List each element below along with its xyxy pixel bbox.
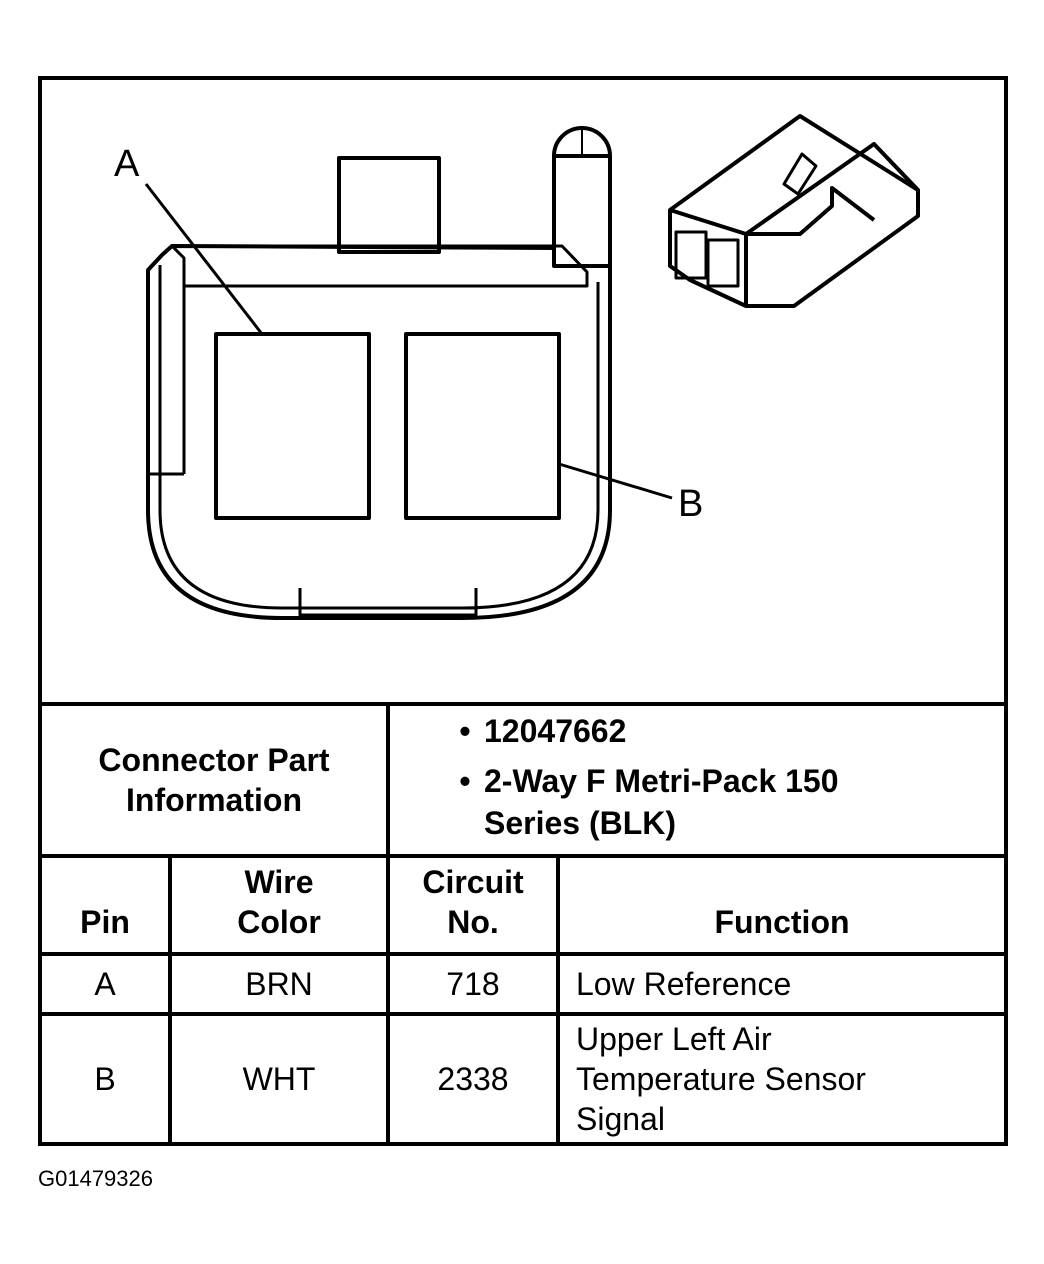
part-info-header: Connector Part Information bbox=[98, 742, 330, 818]
pin-b-label: B bbox=[678, 483, 703, 525]
table-row-a-pin: A bbox=[94, 966, 116, 1002]
leader-a bbox=[144, 183, 264, 335]
connector-type-item: • 2-Way F Metri-Pack 150 Series (BLK) bbox=[446, 760, 996, 844]
connector-body bbox=[146, 244, 612, 620]
part-info-header-cell: Connector Part Information bbox=[42, 706, 386, 854]
part-number: 12047662 bbox=[484, 713, 627, 749]
cavity-b bbox=[404, 332, 561, 520]
locking-tab bbox=[337, 156, 441, 254]
table-row-b-function: Upper Left Air Temperature Sensor Signal bbox=[576, 1021, 866, 1137]
bottom-key bbox=[298, 588, 478, 617]
part-number-item: • 12047662 bbox=[446, 710, 996, 752]
table-row-b-pin: B bbox=[94, 1061, 116, 1097]
connector-figure: A B Connector Part Information • 1204766… bbox=[38, 76, 1008, 1146]
cavity-a bbox=[214, 332, 371, 520]
connector-drawing: A B bbox=[114, 114, 920, 620]
table-row-b-circuit: 2338 bbox=[437, 1061, 509, 1097]
table-row-a-wire-color: BRN bbox=[245, 966, 313, 1002]
table-row-b-wire-color: WHT bbox=[242, 1061, 316, 1097]
table-row-a-circuit: 718 bbox=[446, 966, 500, 1002]
figure-id: G01479326 bbox=[38, 1166, 153, 1191]
connector-type: 2-Way F Metri-Pack 150 Series (BLK) bbox=[484, 763, 839, 841]
pin-a-label: A bbox=[114, 143, 140, 185]
column-header-pin: Pin bbox=[80, 904, 130, 940]
column-header-function: Function bbox=[714, 904, 850, 940]
table-row-a-function: Low Reference bbox=[576, 966, 792, 1002]
column-header-circuit: Circuit No. bbox=[422, 864, 524, 940]
part-info-list: • 12047662 • 2-Way F Metri-Pack 150 Seri… bbox=[446, 710, 996, 844]
leader-b bbox=[558, 462, 673, 500]
connector-diagram: A B bbox=[42, 80, 1004, 702]
column-header-wire-color: Wire Color bbox=[237, 864, 321, 940]
connector-perspective bbox=[668, 114, 920, 308]
